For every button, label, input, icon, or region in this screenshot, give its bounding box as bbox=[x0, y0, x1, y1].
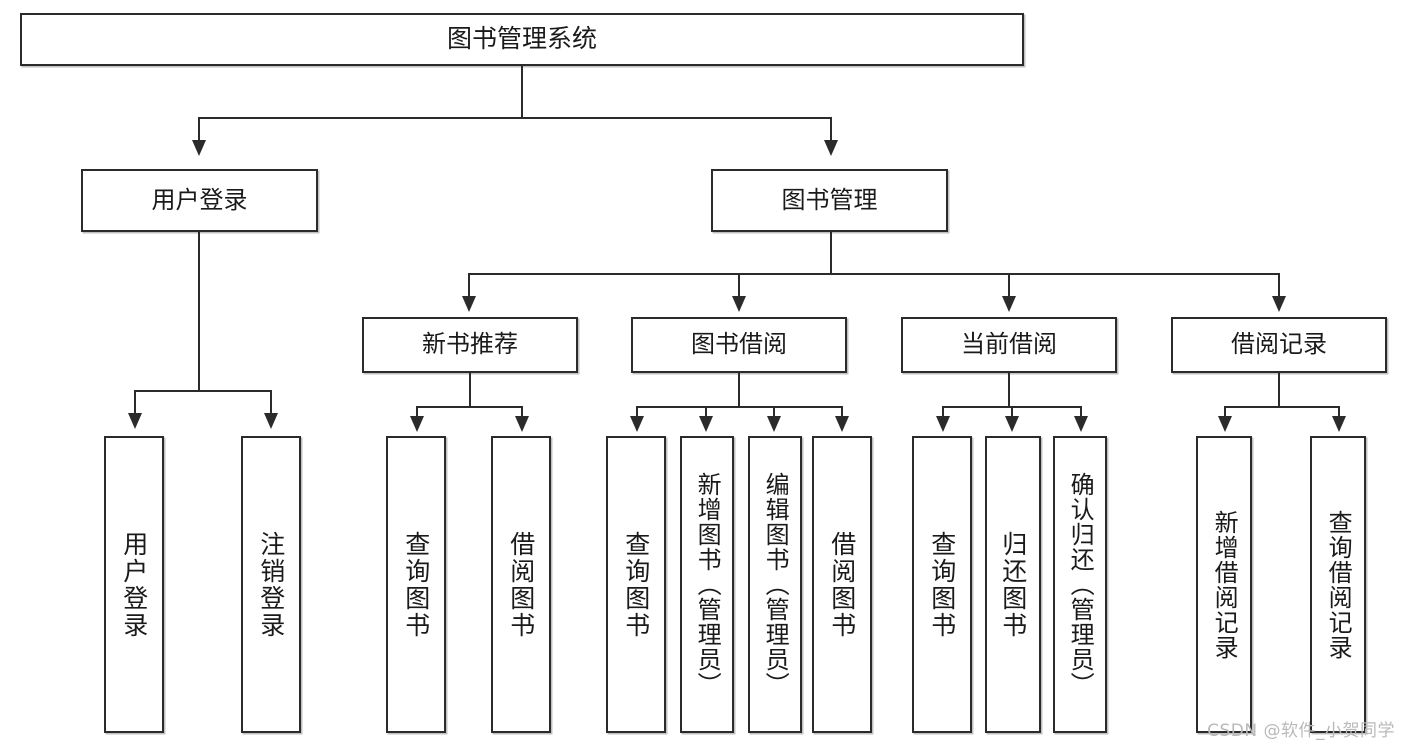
connector-br-to-leaf-2 bbox=[1338, 406, 1340, 419]
connector-book-borrow-bus bbox=[636, 406, 843, 408]
arrowhead-user-login-leaf-2 bbox=[264, 413, 278, 429]
arrowhead-br-leaf-1 bbox=[1218, 416, 1232, 432]
connector-new-book-bus bbox=[416, 406, 523, 408]
node-label: 当前借阅 bbox=[961, 330, 1057, 359]
connector-root-to-book-management bbox=[830, 117, 832, 143]
connector-root-trunk bbox=[521, 66, 523, 118]
arrowhead-cb-leaf-1 bbox=[936, 416, 950, 432]
node-label: 编辑图书（管理员） bbox=[761, 472, 790, 697]
connector-bm-to-book-borrow bbox=[738, 273, 740, 299]
arrowhead-bm-borrow-record bbox=[1272, 296, 1286, 312]
connector-cb-to-leaf-3 bbox=[1080, 406, 1082, 419]
connector-book-borrow-trunk bbox=[738, 373, 740, 407]
arrowhead-bm-current-borrow bbox=[1002, 296, 1016, 312]
csdn-watermark: CSDN @软件_小贺同学 bbox=[1207, 721, 1395, 741]
leaf-book-borrow-query-book[interactable]: 查询图书 bbox=[606, 436, 666, 733]
node-label: 借阅图书 bbox=[827, 530, 857, 639]
node-label: 用户登录 bbox=[119, 530, 149, 639]
node-label: 查询图书 bbox=[927, 530, 957, 639]
arrowhead-bb-leaf-1 bbox=[630, 416, 644, 432]
arrowhead-br-leaf-2 bbox=[1332, 416, 1346, 432]
connector-br-to-leaf-1 bbox=[1224, 406, 1226, 419]
leaf-borrow-record-add-record[interactable]: 新增借阅记录 bbox=[1196, 436, 1252, 733]
connector-bb-to-leaf-1 bbox=[636, 406, 638, 419]
leaf-user-login-logout[interactable]: 注销登录 bbox=[241, 436, 301, 733]
connector-new-book-trunk bbox=[469, 373, 471, 407]
node-borrow-record[interactable]: 借阅记录 bbox=[1171, 317, 1387, 373]
arrowhead-new-book-leaf-1 bbox=[410, 416, 424, 432]
arrowhead-bb-leaf-4 bbox=[835, 416, 849, 432]
node-label: 确认归还（管理员） bbox=[1066, 472, 1095, 697]
node-label: 查询图书 bbox=[621, 530, 651, 639]
node-label: 图书借阅 bbox=[691, 330, 787, 359]
node-label: 归还图书 bbox=[998, 530, 1028, 639]
node-user-login[interactable]: 用户登录 bbox=[81, 169, 318, 232]
connector-root-to-user-login bbox=[198, 117, 200, 143]
connector-user-login-to-leaf-2 bbox=[270, 390, 272, 416]
leaf-borrow-record-query-record[interactable]: 查询借阅记录 bbox=[1310, 436, 1366, 733]
node-label: 图书管理系统 bbox=[446, 24, 597, 54]
connector-root-bus bbox=[198, 117, 832, 119]
leaf-new-book-borrow-book[interactable]: 借阅图书 bbox=[491, 436, 551, 733]
connector-user-login-to-leaf-1 bbox=[134, 390, 136, 416]
arrowhead-bm-new-book bbox=[462, 296, 476, 312]
connector-user-login-bus bbox=[134, 390, 271, 392]
connector-bm-to-current-borrow bbox=[1008, 273, 1010, 299]
leaf-book-borrow-add-book-admin[interactable]: 新增图书（管理员） bbox=[680, 436, 734, 733]
arrowhead-cb-leaf-3 bbox=[1074, 416, 1088, 432]
arrowhead-root-to-book-management bbox=[824, 140, 838, 156]
connector-new-book-to-leaf-1 bbox=[416, 406, 418, 419]
node-book-management[interactable]: 图书管理 bbox=[711, 169, 948, 232]
node-label: 借阅图书 bbox=[506, 530, 536, 639]
arrowhead-bm-book-borrow bbox=[732, 296, 746, 312]
connector-bm-to-borrow-record bbox=[1278, 273, 1280, 299]
node-label: 用户登录 bbox=[151, 185, 248, 214]
node-current-borrow[interactable]: 当前借阅 bbox=[901, 317, 1117, 373]
connector-bb-to-leaf-3 bbox=[773, 406, 775, 419]
arrowhead-new-book-leaf-2 bbox=[515, 416, 529, 432]
connector-current-borrow-trunk bbox=[1008, 373, 1010, 407]
leaf-new-book-query-book[interactable]: 查询图书 bbox=[386, 436, 446, 733]
leaf-book-borrow-edit-book-admin[interactable]: 编辑图书（管理员） bbox=[748, 436, 802, 733]
arrowhead-cb-leaf-2 bbox=[1005, 416, 1019, 432]
arrowhead-user-login-leaf-1 bbox=[128, 413, 142, 429]
arrowhead-root-to-user-login bbox=[192, 140, 206, 156]
arrowhead-bb-leaf-2 bbox=[699, 416, 713, 432]
node-book-borrow[interactable]: 图书借阅 bbox=[631, 317, 847, 373]
node-label: 新书推荐 bbox=[422, 330, 518, 359]
leaf-user-login-login[interactable]: 用户登录 bbox=[104, 436, 164, 733]
connector-cb-to-leaf-2 bbox=[1011, 406, 1013, 419]
node-root-book-management-system[interactable]: 图书管理系统 bbox=[20, 13, 1024, 66]
node-label: 查询图书 bbox=[401, 530, 431, 639]
node-label: 查询借阅记录 bbox=[1324, 509, 1353, 660]
node-label: 图书管理 bbox=[781, 185, 878, 214]
connector-borrow-record-bus bbox=[1224, 406, 1340, 408]
leaf-current-borrow-confirm-return-admin[interactable]: 确认归还（管理员） bbox=[1053, 436, 1107, 733]
connector-bb-to-leaf-4 bbox=[841, 406, 843, 419]
connector-borrow-record-trunk bbox=[1278, 373, 1280, 407]
leaf-current-borrow-return-book[interactable]: 归还图书 bbox=[985, 436, 1041, 733]
node-label: 借阅记录 bbox=[1231, 330, 1327, 359]
connector-user-login-trunk bbox=[198, 232, 200, 391]
connector-cb-to-leaf-1 bbox=[942, 406, 944, 419]
connector-book-management-trunk bbox=[830, 232, 832, 274]
node-label: 新增借阅记录 bbox=[1210, 509, 1239, 660]
node-label: 注销登录 bbox=[256, 530, 286, 639]
node-new-book-recommend[interactable]: 新书推荐 bbox=[362, 317, 578, 373]
arrowhead-bb-leaf-3 bbox=[767, 416, 781, 432]
connector-bm-to-new-book bbox=[468, 273, 470, 299]
leaf-current-borrow-query-book[interactable]: 查询图书 bbox=[912, 436, 972, 733]
connector-new-book-to-leaf-2 bbox=[521, 406, 523, 419]
node-label: 新增图书（管理员） bbox=[693, 472, 722, 697]
connector-book-management-bus bbox=[468, 273, 1280, 275]
connector-bb-to-leaf-2 bbox=[705, 406, 707, 419]
leaf-book-borrow-borrow-book[interactable]: 借阅图书 bbox=[812, 436, 872, 733]
